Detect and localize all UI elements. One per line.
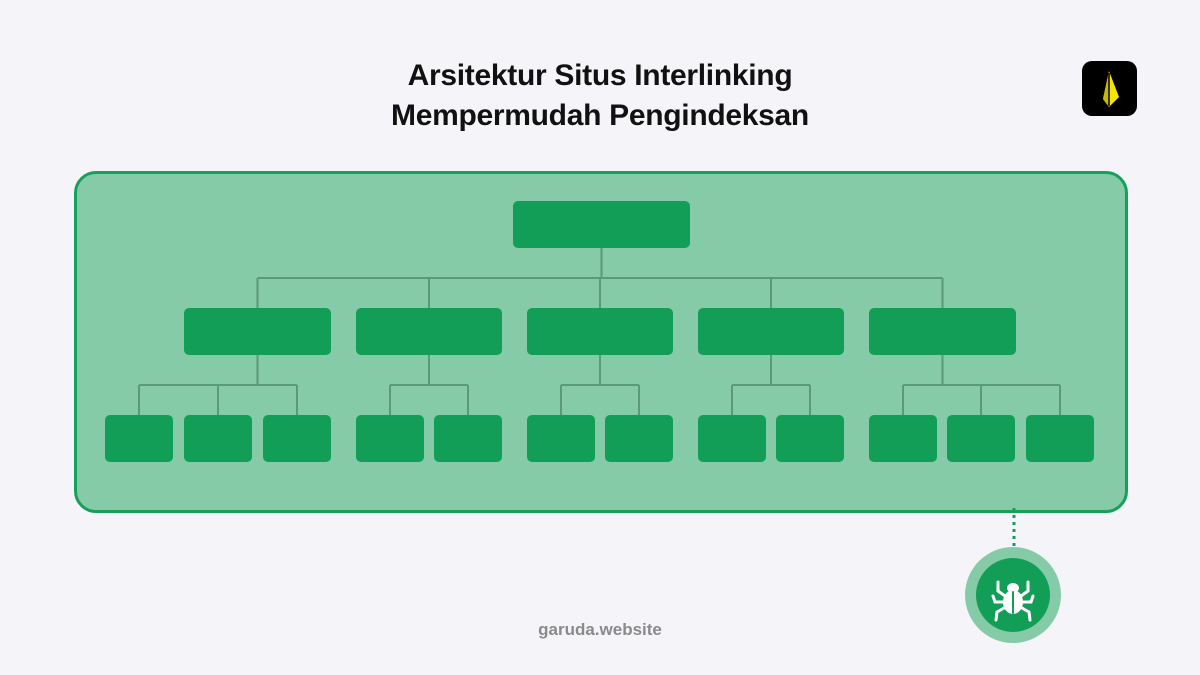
tree-node-level2 [869, 308, 1016, 355]
tree-node-leaf [184, 415, 252, 462]
page-title: Arsitektur Situs Interlinking Mempermuda… [0, 56, 1200, 136]
tree-node-leaf [527, 415, 595, 462]
tree-node-leaf [776, 415, 844, 462]
footer-site-name: garuda.website [538, 620, 662, 639]
tree-node-root [513, 201, 690, 248]
site-architecture-panel [74, 171, 1128, 513]
tree-node-level2 [356, 308, 502, 355]
tree-node-level2 [184, 308, 331, 355]
site-tree-diagram [105, 201, 1094, 462]
search-crawler [965, 547, 1061, 643]
tree-node-leaf [105, 415, 173, 462]
tree-node-leaf [263, 415, 331, 462]
tree-node-leaf [869, 415, 937, 462]
tree-node-leaf [605, 415, 673, 462]
crawler-badge [976, 558, 1050, 632]
tree-node-level2 [527, 308, 673, 355]
crawler-connector [1012, 508, 1016, 552]
tree-node-leaf [947, 415, 1015, 462]
title-line-2: Mempermudah Pengindeksan [391, 99, 809, 132]
tree-node-leaf [1026, 415, 1094, 462]
title-line-1: Arsitektur Situs Interlinking [407, 59, 793, 92]
garuda-logo-icon [1082, 61, 1137, 116]
tree-node-leaf [434, 415, 502, 462]
tree-node-level2 [698, 308, 844, 355]
tree-node-leaf [698, 415, 766, 462]
spider-icon [991, 580, 1035, 622]
tree-node-leaf [356, 415, 424, 462]
